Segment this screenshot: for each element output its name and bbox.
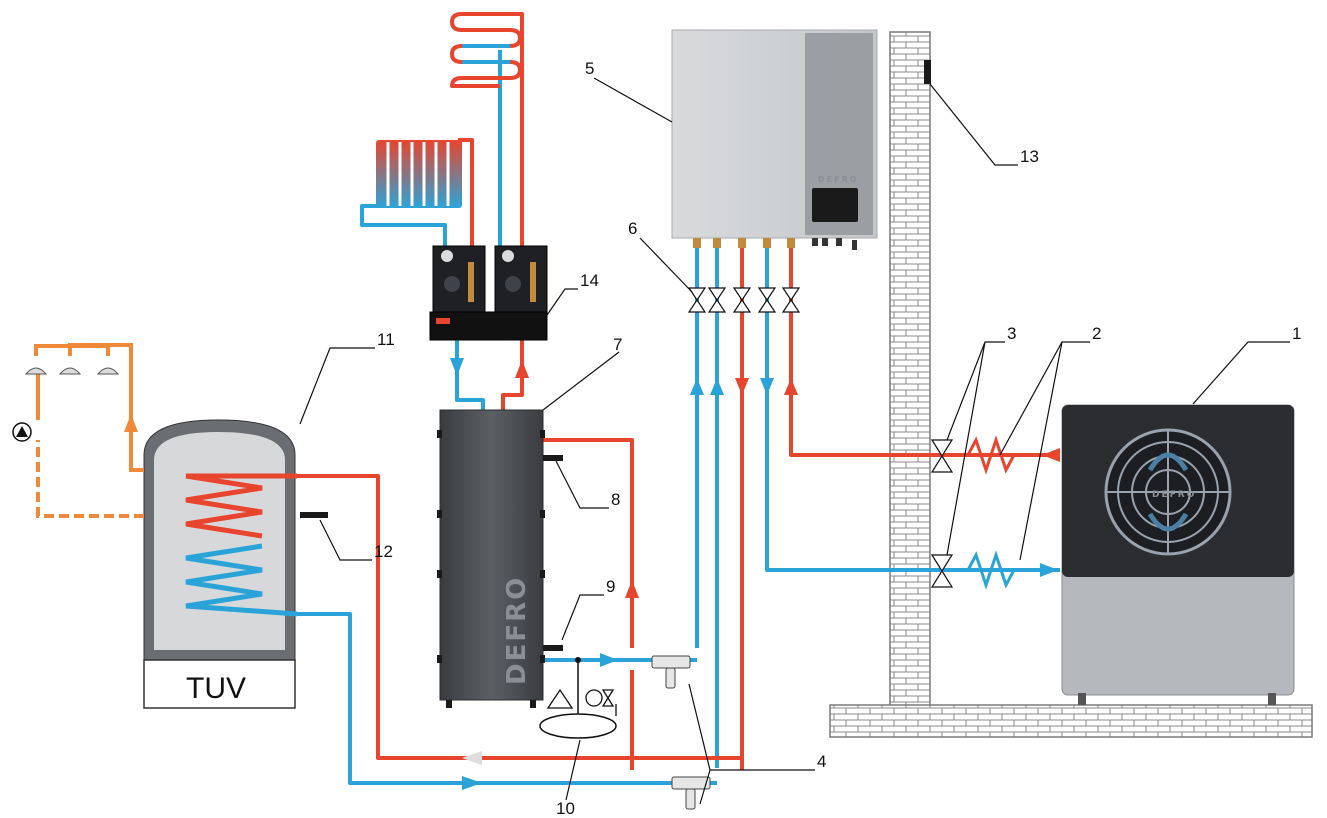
dhw-boiler: TUV [143,419,298,709]
brick-wall [889,31,931,713]
callout-13: 13 [1020,147,1039,166]
callout-5: 5 [585,59,594,78]
buffer-brand: DEFRO [502,576,532,685]
boiler-caption: TUV [186,672,246,705]
shower-icon [24,367,120,375]
sensor-icon [300,512,328,518]
callout-14: 14 [580,271,599,290]
radiator-icon [376,140,462,208]
callout-2: 2 [1092,324,1101,343]
ball-valve-icon [687,287,801,313]
callout-3: 3 [1007,324,1016,343]
callout-7: 7 [613,335,622,354]
hydraulic-modules [429,245,548,341]
callout-10: 10 [556,799,575,818]
callout-1: 1 [1292,324,1301,343]
callout-12: 12 [374,542,393,561]
flexible-hoses [966,435,1016,590]
callout-4: 4 [817,752,826,771]
flow-arrows [124,358,1060,790]
control-display [812,188,858,222]
sensor-icon [543,645,563,651]
callout-11: 11 [377,330,395,349]
outdoor-sensor-icon [924,60,931,84]
control-unit: DEFRO [671,29,878,250]
pump-icon [12,422,32,442]
dirt-separator-icon [651,655,711,810]
callout-6: 6 [628,219,637,238]
sensor-icon [543,455,563,461]
heat-pump-brand: DEFRO [1152,490,1196,500]
callout-9: 9 [606,577,615,596]
safety-valve-icon [930,439,954,588]
callout-8: 8 [611,490,620,509]
buffer-tank: DEFRO [437,409,545,708]
control-unit-brand: DEFRO [818,175,859,184]
outdoor-heat-pump: DEFRO [1061,404,1295,705]
expansion-vessel-icon [539,657,617,739]
brick-floor [829,704,1313,738]
dhw-circulation [34,343,144,518]
